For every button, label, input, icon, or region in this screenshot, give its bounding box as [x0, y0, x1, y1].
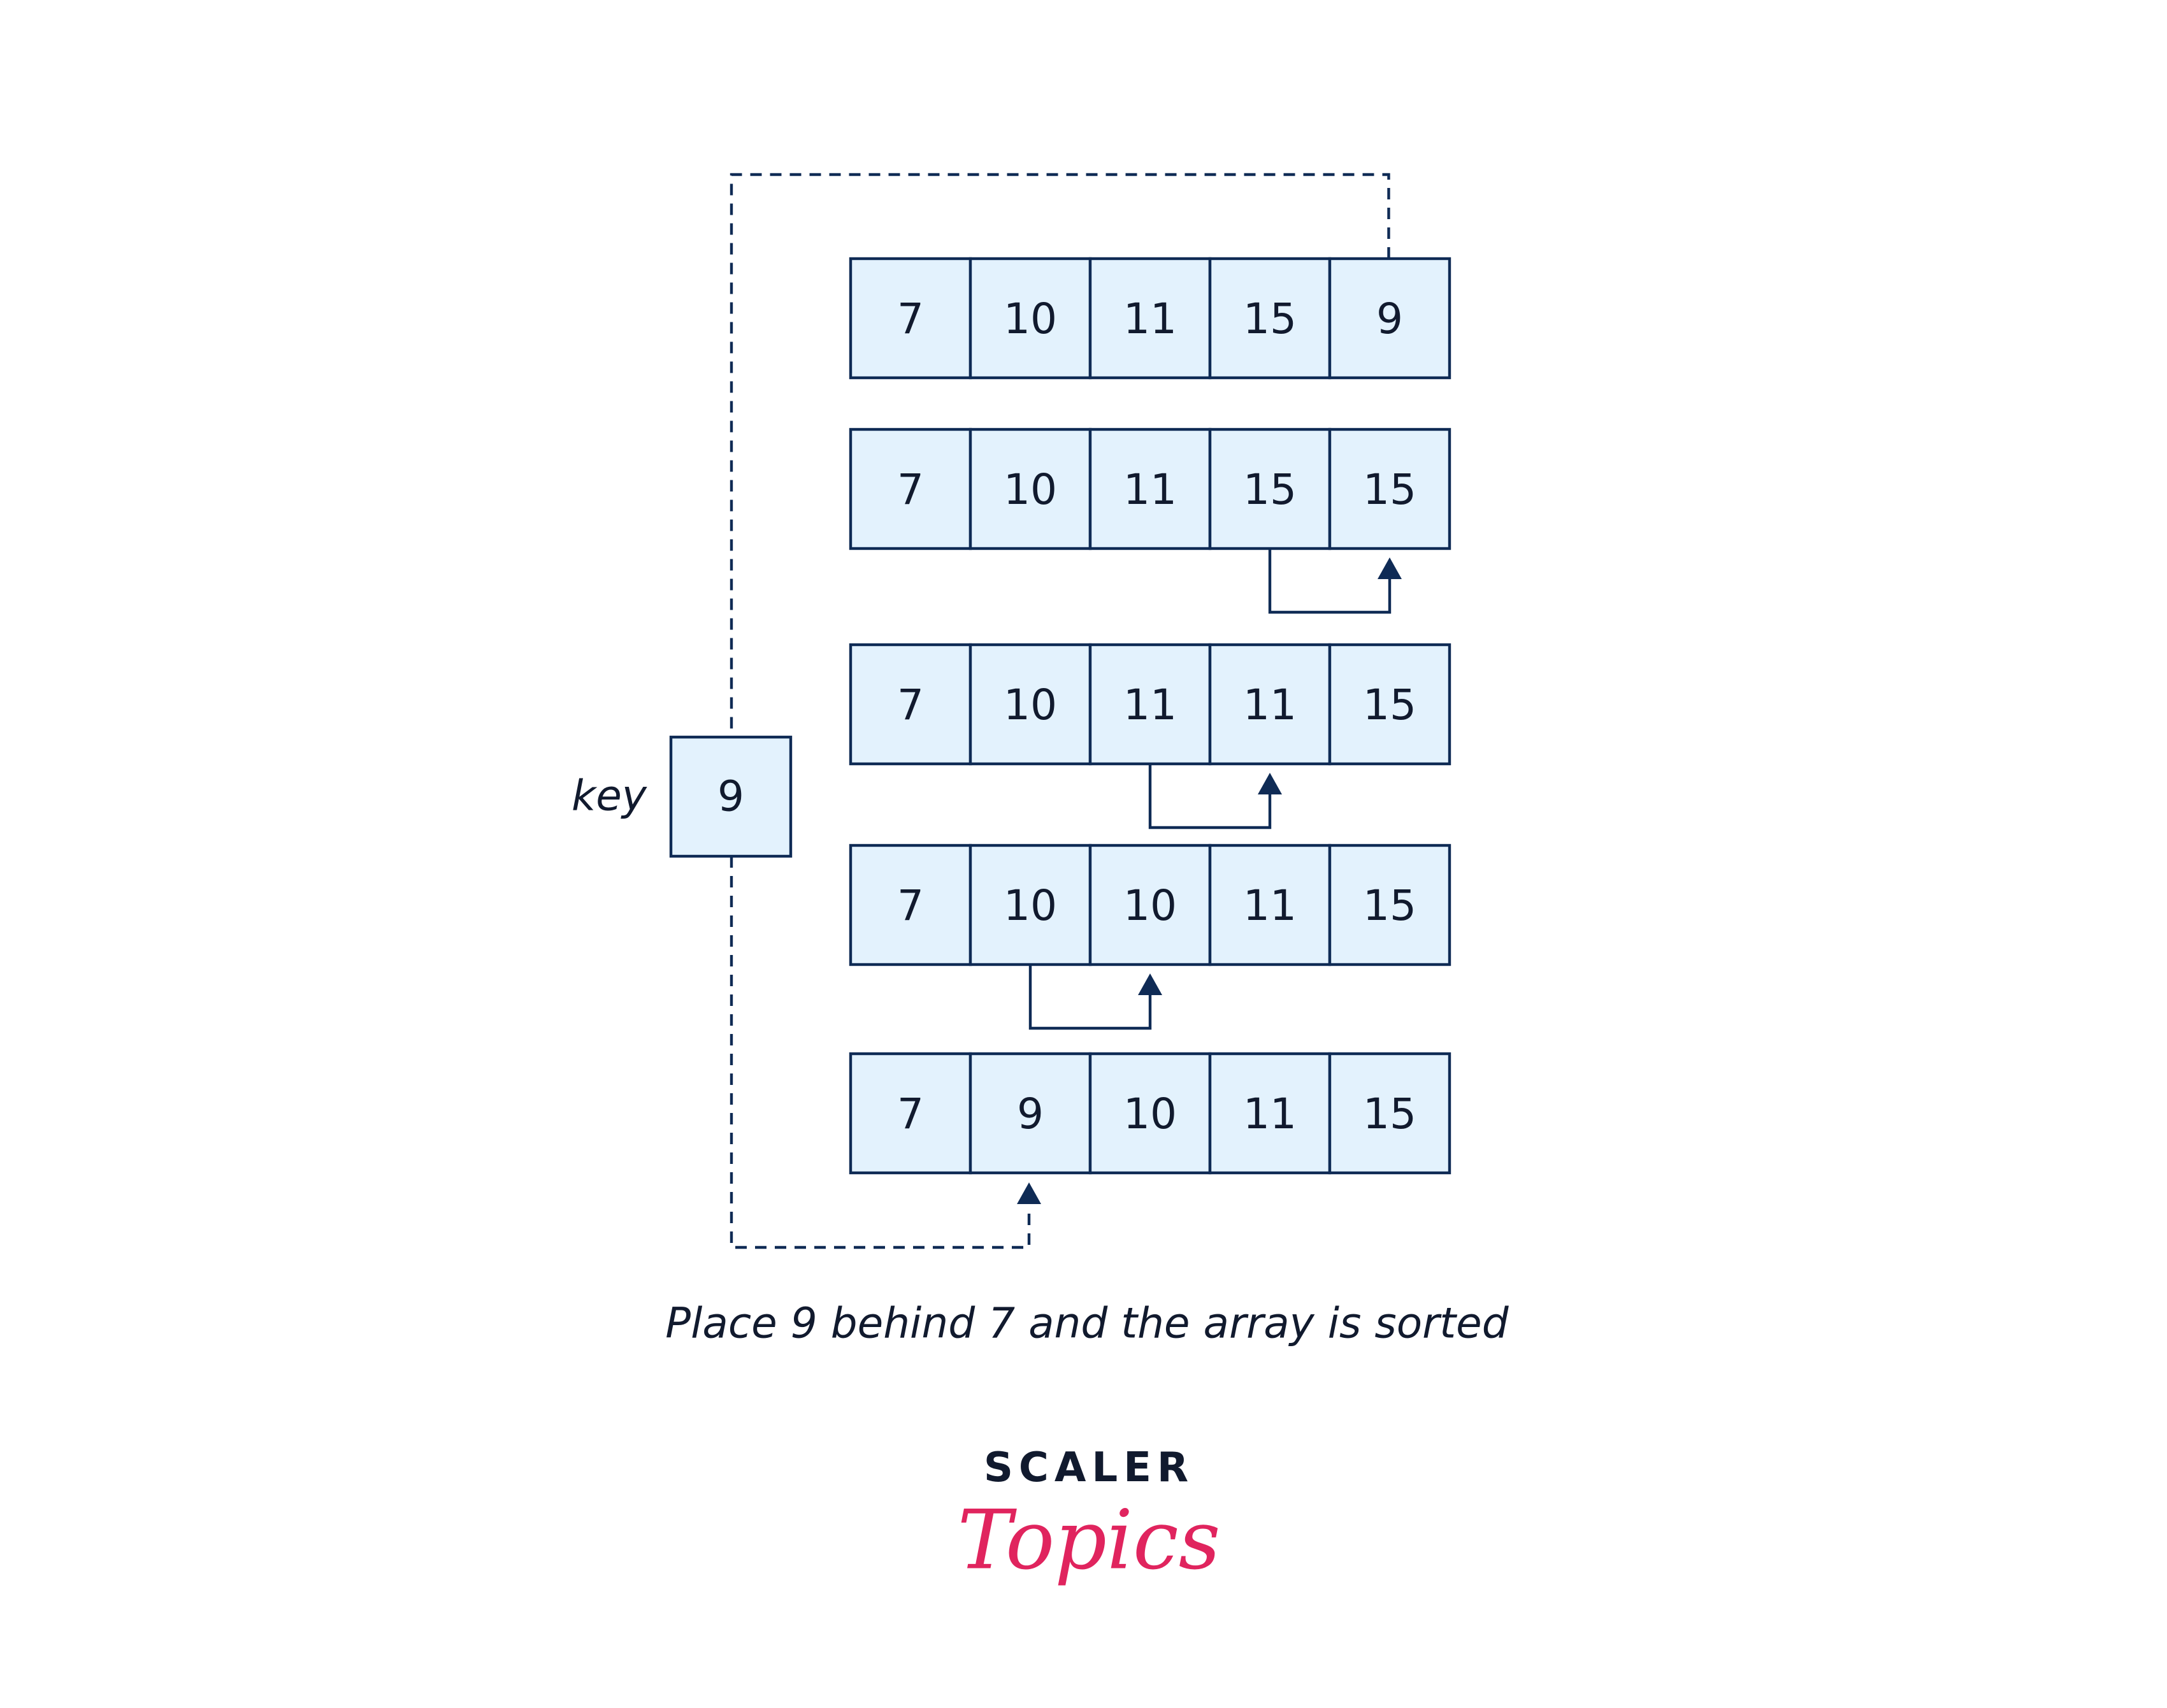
array-cell-value: 15 [1363, 1089, 1416, 1138]
array-cell-value: 15 [1243, 294, 1297, 343]
array-cell-value: 11 [1243, 680, 1297, 729]
shift-arrows [1028, 549, 1402, 1030]
array-cell-value: 11 [1123, 294, 1177, 343]
scaler-topics-logo: SCALER Topics [958, 1444, 1221, 1588]
key-box [669, 735, 793, 858]
array-cell [849, 427, 972, 550]
caption: Place 9 behind 7 and the array is sorted [665, 1299, 1509, 1348]
array-cell [968, 257, 1092, 380]
array-cell-value: 7 [897, 881, 924, 930]
array-row: 7 10 11 11 15 [849, 643, 1451, 766]
key-value: 9 [717, 772, 744, 821]
array-cell-value: 15 [1363, 881, 1416, 930]
array-cell-value: 7 [897, 465, 924, 514]
array-cell [968, 1052, 1092, 1175]
array-cell-value: 9 [1376, 294, 1403, 343]
array-cell-value: 11 [1243, 881, 1297, 930]
array-cell-value: 10 [1123, 1089, 1177, 1138]
logo-wordmark-top: SCALER [984, 1444, 1194, 1491]
array-cell [849, 843, 972, 966]
logo-wordmark-bottom: Topics [958, 1493, 1221, 1588]
array-cell [1328, 427, 1451, 550]
array-cell [1088, 427, 1212, 550]
array-row: 7 10 10 11 15 [849, 843, 1451, 966]
array-rows: 7 10 11 15 9 7 10 11 15 15 7 10 11 11 15 7 10 10 11 15 7 9 10 1… [849, 257, 1451, 1175]
key-label: key [572, 771, 647, 821]
array-cell-value: 10 [1123, 881, 1177, 930]
array-cell [1328, 1052, 1451, 1175]
array-cell [1328, 643, 1451, 766]
array-cell-value: 11 [1123, 680, 1177, 729]
shift-arrow-line [1268, 549, 1392, 614]
array-cell-value: 15 [1363, 465, 1416, 514]
array-cell [1208, 643, 1332, 766]
array-cell-value: 10 [1004, 465, 1057, 514]
array-cell-value: 9 [1017, 1089, 1044, 1138]
array-cell-value: 11 [1243, 1089, 1297, 1138]
array-cell-value: 10 [1004, 680, 1057, 729]
shift-arrow-line [1028, 965, 1152, 1030]
array-cell [1088, 1052, 1212, 1175]
array-cell [968, 643, 1092, 766]
shift-arrow-line [1148, 764, 1272, 829]
array-cell-value: 10 [1004, 881, 1057, 930]
array-cell-value: 15 [1243, 465, 1297, 514]
array-row: 7 10 11 15 15 [849, 427, 1451, 550]
array-cell [1328, 257, 1451, 380]
key-insert-dashed-connector [730, 856, 1031, 1249]
array-cell [968, 843, 1092, 966]
array-cell [849, 257, 972, 380]
array-cell [849, 1052, 972, 1175]
array-cell-value: 7 [897, 294, 924, 343]
array-cell [1088, 843, 1212, 966]
shift-arrow-head [1378, 557, 1402, 579]
array-cell [1208, 257, 1332, 380]
array-cell-value: 7 [897, 680, 924, 729]
array-cell-value: 15 [1363, 680, 1416, 729]
insert-arrow-head [1017, 1182, 1041, 1204]
array-cell [1088, 257, 1212, 380]
shift-arrow-head [1138, 973, 1162, 995]
array-cell-value: 10 [1004, 294, 1057, 343]
array-cell-value: 7 [897, 1089, 924, 1138]
array-cell-value: 11 [1123, 465, 1177, 514]
array-cell [1208, 1052, 1332, 1175]
array-row: 7 10 11 15 9 [849, 257, 1451, 380]
array-row: 7 9 10 11 15 [849, 1052, 1451, 1175]
array-cell [1328, 843, 1451, 966]
key-pickup-dashed-connector [730, 173, 1390, 737]
shift-arrow-head [1258, 773, 1282, 794]
array-cell [1208, 843, 1332, 966]
